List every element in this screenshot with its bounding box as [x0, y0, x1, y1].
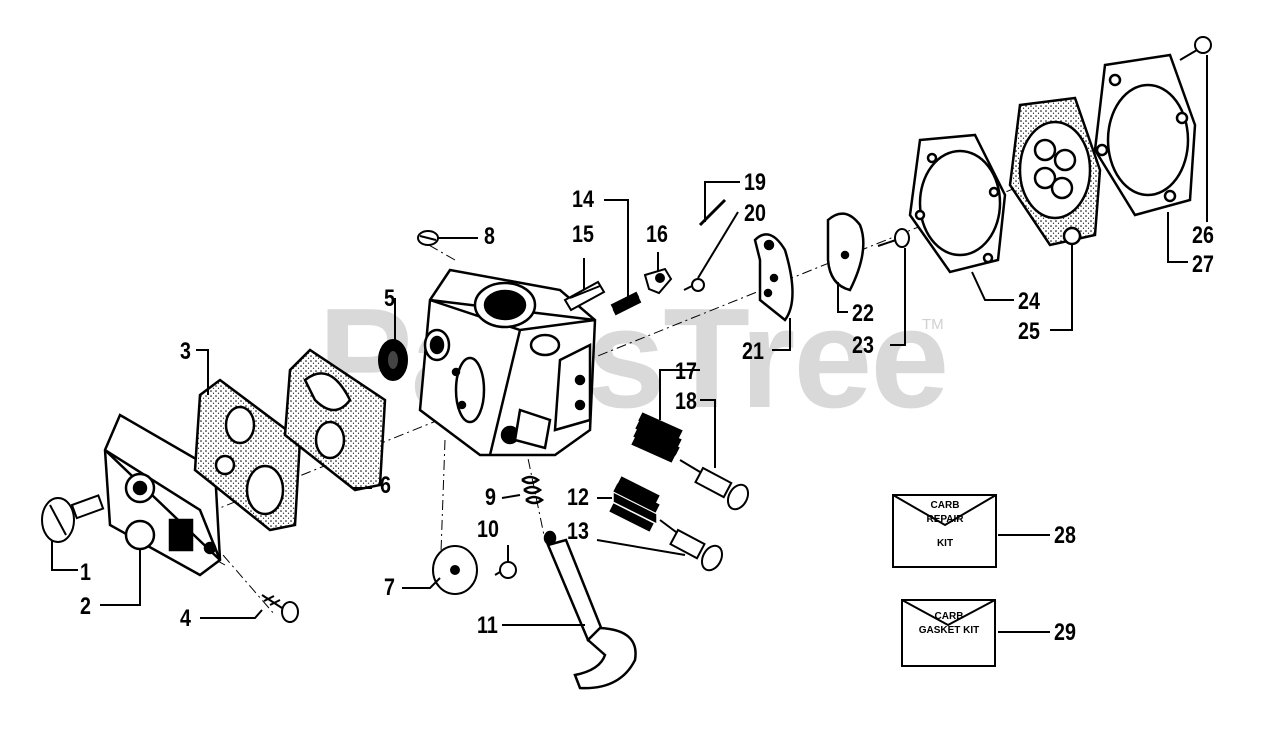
part-6-diaphragm [283, 348, 387, 492]
callout-18: 18 [675, 388, 697, 415]
gasket-kit-line2: GASKET KIT [918, 625, 980, 636]
callout-9: 9 [485, 484, 496, 511]
callout-4: 4 [180, 605, 191, 632]
part-8-clip [417, 230, 439, 246]
callout-24: 24 [1018, 288, 1040, 315]
part-21-plate [753, 233, 794, 322]
gasket-kit-line1: CARB [934, 611, 964, 622]
callout-12: 12 [567, 484, 589, 511]
part-20-screw [683, 278, 705, 292]
leader-lines [51, 55, 1208, 633]
part-12-spring [609, 476, 660, 532]
part-15-needle [563, 280, 606, 312]
callout-20: 20 [744, 200, 766, 227]
callout-8: 8 [484, 223, 495, 250]
gasket-kit-label: CARB GASKET KIT [905, 611, 993, 637]
repair-kit-envelope [892, 494, 997, 568]
callout-22: 22 [852, 300, 874, 327]
callout-19: 19 [744, 169, 766, 196]
callout-11: 11 [477, 612, 498, 639]
part-17-spring [631, 412, 683, 463]
part-3-gasket [193, 378, 302, 532]
repair-kit-label: CARB REPAIR KIT [905, 500, 985, 550]
callout-10: 10 [477, 516, 499, 543]
callout-6: 6 [380, 472, 391, 499]
part-14-spring [610, 291, 642, 316]
callout-17: 17 [675, 358, 697, 385]
part-2-cover [103, 413, 222, 577]
callout-28: 28 [1054, 522, 1076, 549]
callout-29: 29 [1054, 619, 1076, 646]
trademark-mark: TM [922, 316, 944, 333]
callout-27: 27 [1192, 251, 1214, 278]
callout-23: 23 [852, 332, 874, 359]
repair-kit-line3: KIT [936, 538, 954, 549]
callout-26: 26 [1192, 222, 1214, 249]
callout-5: 5 [384, 285, 395, 312]
part-24-gasket [908, 133, 1007, 274]
part-1-screw [41, 494, 105, 543]
part-9-spring [521, 475, 545, 505]
part-13-needle [659, 519, 724, 572]
part-19-pin [698, 198, 727, 227]
part-22-cam [826, 212, 865, 292]
repair-kit-line2: REPAIR [926, 514, 964, 525]
callout-3: 3 [180, 338, 191, 365]
part-23-screw [877, 228, 910, 248]
carburetor-body [418, 268, 597, 457]
part-5-filter [378, 339, 408, 381]
part-10-screw [494, 561, 517, 579]
part-4-screw [261, 594, 299, 623]
callout-7: 7 [384, 574, 395, 601]
callout-1: 1 [80, 559, 91, 586]
part-27-cover [1093, 53, 1197, 217]
gasket-kit-envelope [901, 599, 996, 667]
repair-kit-line1: CARB [930, 500, 960, 511]
callout-13: 13 [567, 518, 589, 545]
part-11-lever [543, 530, 637, 690]
part-7-disc [432, 545, 478, 595]
callout-2: 2 [80, 593, 91, 620]
part-18-needle [679, 459, 750, 511]
part-16-arm [643, 267, 673, 295]
callout-25: 25 [1018, 318, 1040, 345]
callout-14: 14 [572, 186, 594, 213]
callout-16: 16 [646, 221, 668, 248]
part-25-diaphragm [1008, 96, 1102, 247]
callout-21: 21 [742, 338, 764, 365]
callout-15: 15 [572, 221, 594, 248]
part-26-screw [1179, 36, 1212, 61]
